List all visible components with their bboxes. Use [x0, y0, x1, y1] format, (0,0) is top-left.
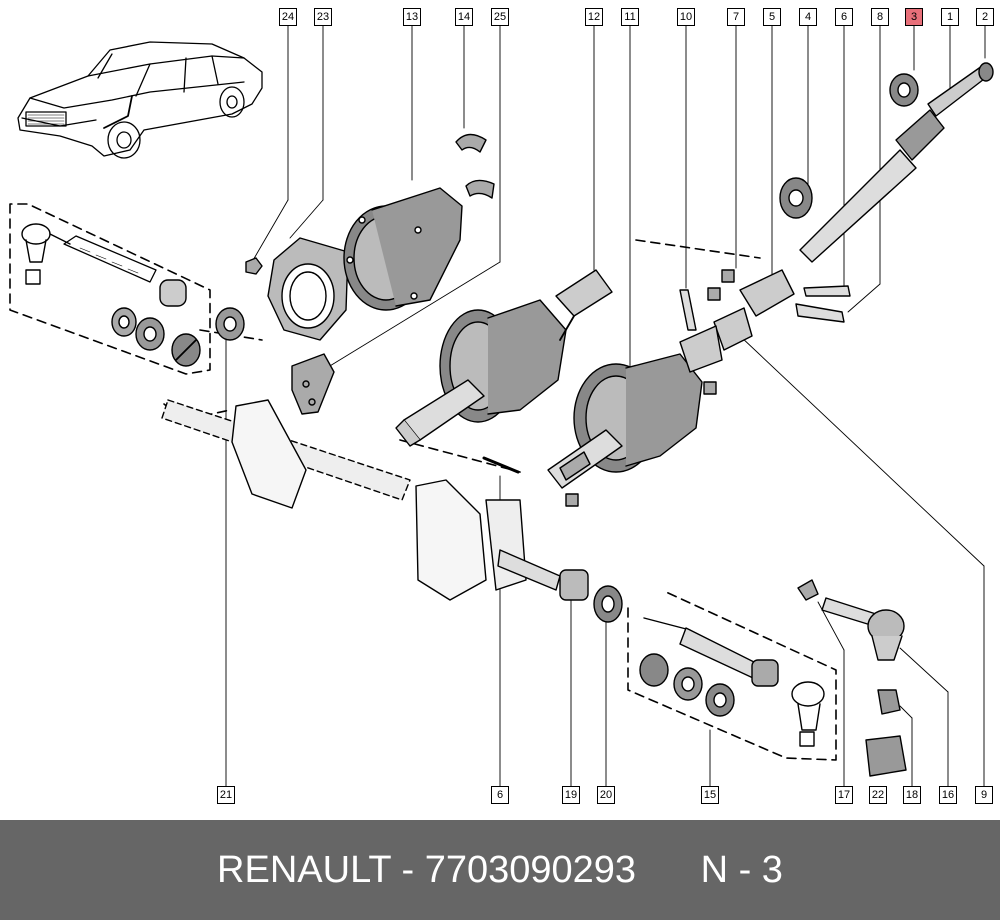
- part-number: 7703090293: [424, 849, 637, 891]
- car-illustration: [17, 41, 263, 159]
- callout-21: 21: [217, 786, 235, 804]
- exploded-parts-diagram: [9, 25, 994, 787]
- diagram-reference: N - 3: [700, 849, 783, 891]
- callout-25: 25: [491, 8, 509, 26]
- callout-8: 8: [871, 8, 889, 26]
- callout-1: 1: [941, 8, 959, 26]
- callout-3-highlighted: 3: [905, 8, 923, 26]
- callout-15: 15: [701, 786, 719, 804]
- callout-11: 11: [621, 8, 639, 26]
- right-tie-rod-assembly: [559, 569, 825, 747]
- brand-name: RENAULT: [217, 849, 391, 891]
- callout-9: 9: [975, 786, 993, 804]
- callout-6-bottom: 6: [491, 786, 509, 804]
- callout-23: 23: [314, 8, 332, 26]
- callout-4: 4: [799, 8, 817, 26]
- half-shell-bearings: [455, 133, 495, 199]
- separator-dash: -: [401, 849, 415, 891]
- ball-joint-and-boot: [797, 579, 907, 777]
- callout-24: 24: [279, 8, 297, 26]
- rack-body: [161, 399, 561, 601]
- leader-lines: [225, 25, 986, 787]
- part-number-banner: RENAULT - 7703090293 N - 3: [0, 820, 1000, 920]
- left-tie-rod-assembly: [21, 223, 245, 367]
- callout-14: 14: [455, 8, 473, 26]
- callout-17: 17: [835, 786, 853, 804]
- callout-20: 20: [597, 786, 615, 804]
- callout-13: 13: [403, 8, 421, 26]
- clamp-and-bolts: [482, 269, 851, 507]
- steering-column: [779, 62, 994, 263]
- callout-18: 18: [903, 786, 921, 804]
- gear-housing-13: [343, 187, 463, 311]
- callout-12: 12: [585, 8, 603, 26]
- callout-19: 19: [562, 786, 580, 804]
- universal-joint-12: [555, 269, 613, 341]
- callout-5: 5: [763, 8, 781, 26]
- callout-2: 2: [976, 8, 994, 26]
- callout-16: 16: [939, 786, 957, 804]
- callout-22: 22: [869, 786, 887, 804]
- gasket-and-nut: [245, 237, 349, 415]
- callout-6-top: 6: [835, 8, 853, 26]
- steering-rack-housings: [395, 299, 703, 489]
- callout-7: 7: [727, 8, 745, 26]
- callout-10: 10: [677, 8, 695, 26]
